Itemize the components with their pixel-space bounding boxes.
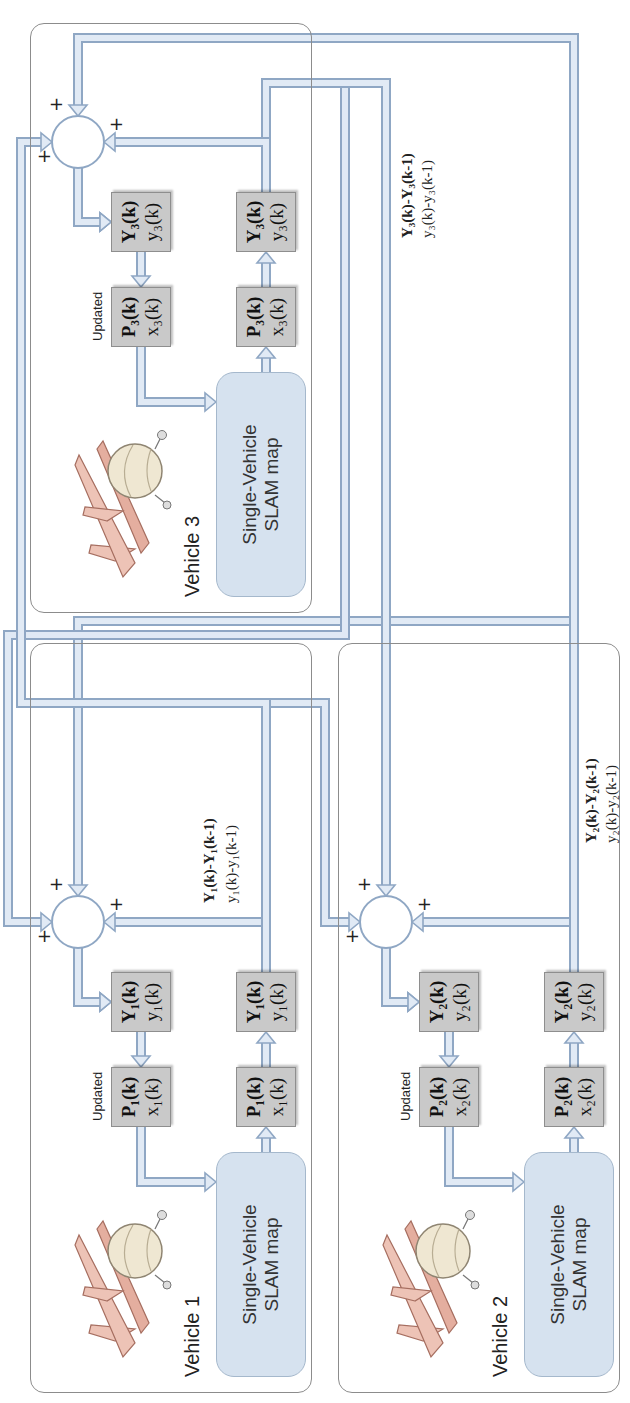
plus-sign: + (34, 929, 54, 944)
math-symbol: x₃(k) (266, 298, 289, 336)
math-symbol: P₃(k) (118, 297, 141, 338)
vehicle-panel: Vehicle 3Single-Vehicle SLAM mapP₃(k)x₃(… (30, 23, 312, 613)
flow-arrow (141, 347, 216, 411)
plus-sign: + (106, 117, 126, 132)
uav-illustration (75, 431, 171, 578)
plus-sign: + (106, 897, 126, 912)
math-symbol: Y₂(k) (551, 981, 574, 1024)
slam-map-box: Single-Vehicle SLAM map (216, 1152, 306, 1377)
flow-arrow (565, 1127, 583, 1152)
math-symbol: P₁(k) (118, 1077, 141, 1118)
delta-label: Y₂(k)-Y₂(k-1) (582, 758, 600, 843)
math-symbol: P₂(k) (551, 1077, 574, 1118)
updated-label: Updated (90, 292, 106, 341)
math-symbol: y₃(k) (266, 203, 289, 241)
state-box: Y₁(k)y₁(k) (236, 972, 296, 1032)
flow-arrow (132, 1032, 150, 1067)
uav-illustration (75, 1211, 171, 1358)
math-symbol: Y₂(k) (426, 981, 449, 1024)
box-text: Single-Vehicle SLAM map (547, 1190, 591, 1340)
math-symbol: P₂(k) (426, 1077, 449, 1118)
uav-illustration (383, 1211, 479, 1358)
summing-junction (52, 116, 104, 168)
state-box: Y₃(k)y₃(k) (236, 192, 296, 252)
box-text: Single-Vehicle SLAM map (239, 410, 283, 560)
flow-arrow (565, 1032, 583, 1067)
math-symbol: x₂(k) (449, 1078, 472, 1116)
flow-arrow (257, 1032, 275, 1067)
updated-label: Updated (398, 1072, 414, 1121)
updated-label: Updated (90, 1072, 106, 1121)
flow-arrow (449, 1127, 524, 1191)
math-symbol: Y₁(k) (243, 981, 266, 1024)
math-symbol: x₁(k) (141, 1078, 164, 1116)
state-box: Y₃(k)y₃(k) (111, 192, 171, 252)
math-symbol: y₁(k) (141, 983, 164, 1021)
math-symbol: Y₁(k) (118, 981, 141, 1024)
state-box: Y₁(k)y₁(k) (111, 972, 171, 1032)
delta-label: y₂(k)-y₂(k-1) (602, 765, 620, 843)
state-box: P₂(k)x₂(k) (419, 1067, 479, 1127)
flow-arrow (266, 703, 419, 1011)
vehicle-title: Vehicle 3 (181, 516, 204, 597)
state-box: P₃(k)x₃(k) (236, 287, 296, 347)
plus-sign: + (46, 877, 66, 892)
vehicle-title: Vehicle 1 (181, 1296, 204, 1377)
flow-arrow (132, 252, 150, 287)
math-symbol: y₂(k) (574, 983, 597, 1021)
math-symbol: y₃(k) (141, 203, 164, 241)
state-box: Y₂(k)y₂(k) (544, 972, 604, 1032)
math-symbol: Y₃(k) (118, 201, 141, 244)
state-box: P₃(k)x₃(k) (111, 287, 171, 347)
vehicle-panel: Vehicle 2Single-Vehicle SLAM mapP₂(k)x₂(… (338, 643, 620, 1393)
summing-junction (52, 896, 104, 948)
state-box: Y₂(k)y₂(k) (419, 972, 479, 1032)
plus-sign: + (46, 97, 66, 112)
flow-arrow (257, 252, 275, 287)
vehicle-panel: Vehicle 1Single-Vehicle SLAM mapP₁(k)x₁(… (30, 643, 312, 1393)
flow-arrow (141, 1127, 216, 1191)
slam-map-box: Single-Vehicle SLAM map (216, 372, 306, 597)
plus-sign: + (34, 149, 54, 164)
state-box: P₂(k)x₂(k) (544, 1067, 604, 1127)
vehicle-title: Vehicle 2 (489, 1296, 512, 1377)
math-symbol: y₂(k) (449, 983, 472, 1021)
state-box: P₁(k)x₁(k) (236, 1067, 296, 1127)
flow-arrow (69, 38, 574, 972)
delta-label: y₁(k)-y₁(k-1) (222, 825, 240, 903)
delta-label: Y₃(k)-Y₃(k-1) (398, 153, 416, 238)
math-symbol: x₃(k) (141, 298, 164, 336)
state-box: P₁(k)x₁(k) (111, 1067, 171, 1127)
math-symbol: P₃(k) (243, 297, 266, 338)
plus-sign: + (414, 897, 434, 912)
plus-sign: + (354, 877, 374, 892)
plus-sign: + (342, 929, 362, 944)
delta-label: y₃(k)-y₃(k-1) (418, 160, 436, 238)
math-symbol: x₂(k) (574, 1078, 597, 1116)
flow-arrow (440, 1032, 458, 1067)
slam-map-box: Single-Vehicle SLAM map (524, 1152, 614, 1377)
flow-arrow (257, 1127, 275, 1152)
math-symbol: Y₃(k) (243, 201, 266, 244)
delta-label: Y₁(k)-Y₁(k-1) (200, 818, 218, 903)
flow-arrow (69, 621, 574, 1011)
summing-junction (360, 896, 412, 948)
math-symbol: y₁(k) (266, 983, 289, 1021)
math-symbol: x₁(k) (266, 1078, 289, 1116)
flow-arrow (8, 83, 345, 1011)
box-text: Single-Vehicle SLAM map (239, 1190, 283, 1340)
math-symbol: P₁(k) (243, 1077, 266, 1118)
flow-arrow (257, 347, 275, 372)
